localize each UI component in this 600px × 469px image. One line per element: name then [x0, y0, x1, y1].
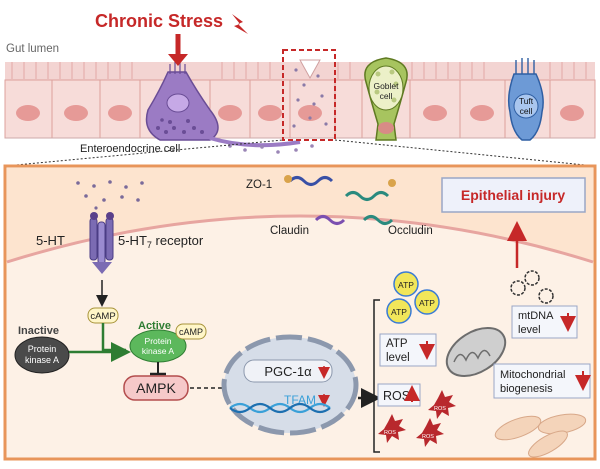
pgc-label: PGC-1α [264, 364, 312, 379]
camp-bound [175, 323, 207, 340]
stress-title: Chronic Stress [95, 11, 223, 31]
atp-level-line2: level [386, 352, 410, 364]
pgc-box [243, 359, 333, 383]
ros-small-label: ROS [384, 430, 396, 436]
ros-small-label: ROS [422, 434, 434, 440]
5ht7-receptor [89, 212, 114, 274]
claudin-label: Claudin [270, 225, 309, 237]
tuft-label-line2: cell [520, 106, 533, 116]
tuft-label-line1: Tuft [519, 96, 534, 106]
atp-molecule-label: ATP [419, 298, 435, 308]
camp-bound-label: cAMP [179, 327, 203, 337]
atp-molecules: ATP ATP ATP [386, 271, 440, 324]
ampk-label: AMPK [136, 380, 176, 396]
5ht-label: 5-HT [36, 233, 65, 248]
enteroendocrine-label: Enteroendocrine cell [80, 143, 180, 155]
pka-inactive-line2: kinase A [25, 355, 59, 365]
mtdna-circles [510, 270, 554, 304]
pka-active-line1: Protein [145, 336, 172, 346]
ros-label: ROS [383, 389, 410, 403]
mito-line2: biogenesis [500, 383, 553, 395]
pka-active-line2: kinase A [142, 346, 174, 356]
zo1-label: ZO-1 [246, 179, 272, 191]
goblet-cell-shape: Goblet cell [364, 57, 408, 141]
mtdna-box [511, 305, 578, 339]
camp-free-label: cAMP [90, 311, 115, 322]
epithelial-injury-label: Epithelial injury [461, 187, 565, 203]
pka-inactive-line1: Protein [28, 344, 57, 354]
occludin-label: Occludin [388, 225, 433, 237]
faded-mitochondria [494, 413, 587, 458]
epithelial-injury-box [441, 177, 586, 213]
dna-strand [229, 402, 331, 414]
enteroendocrine-cell-shape [145, 62, 314, 154]
tfam-label: TFAM [284, 393, 316, 407]
inactive-label: Inactive [18, 325, 59, 337]
atp-molecule-label: ATP [398, 280, 414, 290]
selection-box [282, 49, 336, 141]
atp-molecule-label: ATP [391, 307, 407, 317]
nucleus [221, 334, 359, 436]
stress-arrow-icon [168, 54, 188, 66]
epithelium-section: Goblet cell Tuft cell Chronic Stress Gut… [0, 0, 600, 170]
goblet-label-line2: cell [380, 91, 393, 101]
tuft-cell-shape: Tuft cell [507, 58, 544, 141]
cell-interior-panel: 5-HT 5-HT7 receptor ZO-1 Claudin Occludi… [3, 164, 597, 461]
atp-level-line1: ATP [386, 338, 408, 350]
ampk-box [123, 375, 189, 401]
active-label: Active [138, 320, 171, 332]
ros-small-label: ROS [434, 406, 446, 412]
lightning-icon [232, 14, 248, 34]
mtdna-line1: mtDNA [518, 310, 554, 322]
pka-inactive [14, 336, 70, 374]
mitochondrion [445, 327, 507, 377]
ros-particles: ROS ROS ROS [378, 390, 456, 447]
mtdna-line2: level [518, 324, 541, 336]
outcome-bracket [373, 299, 380, 453]
5ht7-receptor-label: 5-HT7 receptor [118, 233, 204, 250]
mito-line1: Mitochondrial [500, 369, 565, 381]
goblet-label-line1: Goblet [373, 81, 399, 91]
serotonin-dots [76, 180, 144, 210]
gut-lumen-label: Gut lumen [6, 43, 59, 55]
